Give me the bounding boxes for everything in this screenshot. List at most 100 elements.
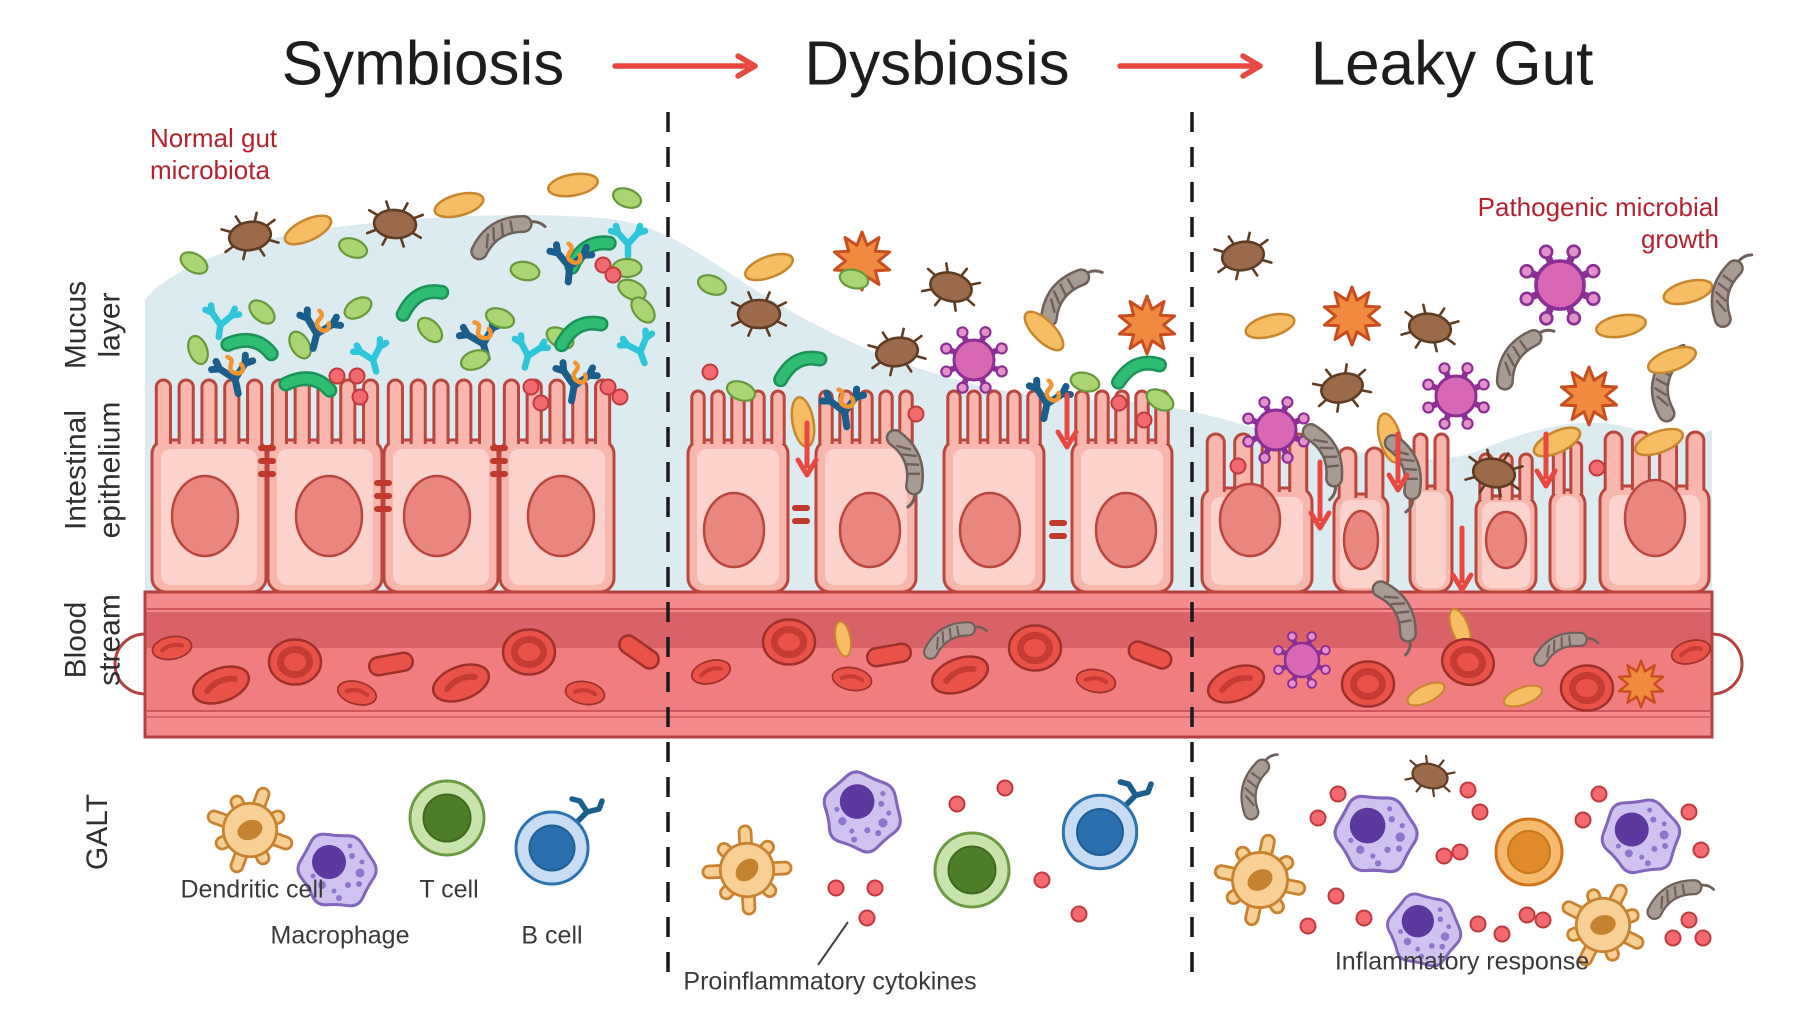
panel-dividers [666,112,1194,985]
cytokine-dot-icon [1451,843,1469,861]
t-cell-label: T cell [419,875,479,904]
galt-region [198,748,1716,981]
flagellate-gray-icon [1491,320,1559,382]
oval-bacterium-green-icon [609,183,645,213]
row-label-galt: GALT [81,793,115,871]
cytokine-dot-icon [866,879,884,897]
macrophage-icon [1594,792,1688,880]
cytokine-dot-icon [1070,905,1088,923]
red-blood-cell-icon [763,620,815,665]
oval-bacterium-orange-icon [1241,308,1299,344]
tight-junction [374,480,392,486]
normal-gut-microbiota-label: Normal gut microbiota [150,123,278,185]
inflammatory-response-label: Inflammatory response [1334,947,1590,976]
pathogen-brown-icon [1398,300,1462,356]
epithelial-cell [382,378,500,594]
cytokine-dot-icon [1471,803,1489,821]
cytokine-dot-icon [522,378,540,396]
t-cell-icon [408,779,486,857]
cytokine-dot-icon [1590,785,1608,803]
stage-title-dysbiosis: Dysbiosis [804,29,1070,99]
cytokine-dot-icon [858,909,876,927]
tight-junction [258,458,276,464]
translocation-arrow-icon [795,420,819,478]
red-blood-cell-icon [1342,662,1394,707]
cytokine-dot-icon [1327,887,1345,905]
cytokine-dot-icon [1329,785,1347,803]
dendritic-cell-icon [1212,832,1308,928]
plasma-cell-icon [1494,817,1564,887]
epithelial-cell [942,389,1046,594]
stage-arrow-icon [612,53,758,79]
cytokine-dot-icon [1033,871,1051,889]
translocation-arrow-icon [1055,392,1079,450]
oval-bacterium-orange-icon [1659,274,1717,310]
blood-vessel [113,590,1744,739]
red-blood-cell-icon [1561,666,1613,711]
cytokine-dot-icon [996,779,1014,797]
flagellate-gray-icon [1036,260,1106,318]
cytokine-dot-icon [1518,906,1536,924]
tight-junction [490,458,508,464]
tight-junction [490,445,508,451]
cytokine-dot-icon [1692,841,1710,859]
cytokine-dot-icon [827,879,845,897]
b-cell-icon [516,799,602,884]
virus-icon [1521,246,1600,325]
oval-bacterium-orange-icon [1593,310,1649,342]
row-label-intestinal-epithelium: Intestinal epithelium [59,401,126,539]
dendritic-cell-label: Dendritic cell [180,875,324,904]
flagellate-gray-icon [1649,876,1715,911]
red-arrows [612,53,1558,593]
intestinal-epithelium [150,378,1711,594]
tight-junction [792,518,810,524]
epithelial-cell [1070,389,1174,594]
tight-junction [258,445,276,451]
macrophage-label: Macrophage [270,921,410,950]
oval-bacterium-orange-icon [740,247,798,287]
proinflammatory-cytokines-label: Proinflammatory cytokines [683,967,977,996]
pathogen-brown-icon [1211,228,1275,284]
virus-icon [1423,363,1488,428]
macrophage-icon [1333,794,1419,874]
pathogen-brown-icon [1309,358,1375,418]
tight-junction [1049,533,1067,539]
cytokine-dot-icon [1355,909,1373,927]
red-blood-cell-icon [503,630,555,675]
oval-bacterium-green-icon [1067,368,1103,396]
row-label-blood-stream: Blood stream [59,594,126,686]
red-blood-cell-icon [1009,626,1061,671]
cytokine-dot-icon [1574,811,1592,829]
cytokine-dot-icon [1135,411,1153,429]
epithelial-cell [1332,446,1390,594]
translocation-arrow-icon [1450,525,1474,593]
cytokine-dot-icon [604,266,622,284]
stage-title-leaky-gut: Leaky Gut [1310,29,1594,99]
toxin-burst-icon [1322,285,1382,347]
row-label-mucus-layer: Mucus layer [59,280,126,370]
dendritic-cell-icon [691,814,803,926]
cytokine-dot-icon [1680,803,1698,821]
cytokine-dot-icon [1435,847,1453,865]
epithelial-cell [266,378,384,594]
red-blood-cell-icon [269,640,321,685]
dendritic-cell-icon [198,778,302,882]
tight-junction [374,506,392,512]
cytokine-dot-icon [1299,917,1317,935]
translocation-arrow-icon [1534,431,1558,489]
cytokine-dot-icon [948,795,966,813]
stage-title-symbiosis: Symbiosis [281,29,565,99]
cytokine-dot-icon [1229,457,1247,475]
oval-bacterium-orange-icon [545,169,601,201]
cytokine-dot-icon [1588,459,1606,477]
toxin-burst-icon [1559,365,1619,427]
b-cell-icon [1063,782,1151,869]
cytokine-dot-icon [348,367,366,385]
cytokine-dot-icon [351,388,369,406]
rod-bacterium-green-icon [1115,359,1161,382]
cytokine-dot-icon [1534,911,1552,929]
stage-arrow-icon [1117,53,1263,79]
macrophage-icon [810,762,914,862]
